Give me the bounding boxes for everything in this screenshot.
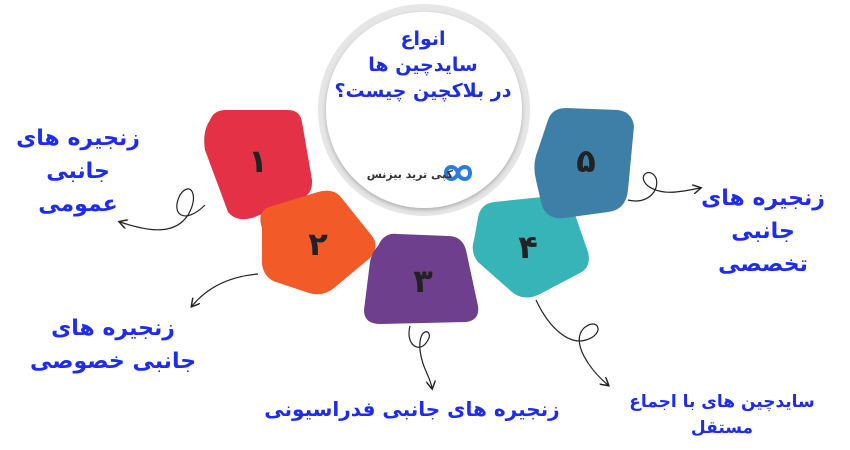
label-segment-1: زنجیره های جانبی عمومی bbox=[8, 122, 148, 221]
center-title-line-2: سایدچین ها bbox=[368, 54, 478, 76]
segment-2: ۲ bbox=[260, 190, 376, 295]
segment-2-shape bbox=[260, 190, 376, 295]
segment-5-shape bbox=[534, 108, 634, 219]
label-3-line-1: زنجیره های جانبی فدراسیونی bbox=[264, 397, 560, 421]
segment-1-number: ۱ bbox=[248, 142, 268, 180]
center-title-line-3: در بلاکچین چیست؟ bbox=[334, 80, 512, 102]
segment-4-shape bbox=[472, 195, 589, 298]
segment-4-number: ۴ bbox=[518, 228, 538, 266]
arrow-segment-2 bbox=[192, 273, 259, 306]
arrow-segment-1 bbox=[120, 188, 206, 231]
brand: کپی ترید بیزنس bbox=[355, 160, 495, 190]
label-5-line-2: جانبی تخصصی bbox=[718, 219, 808, 277]
arrow-segment-3 bbox=[408, 325, 432, 388]
label-segment-4: سایدچین های با اجماع مستقل bbox=[596, 390, 848, 441]
label-segment-2: زنجیره های جانبی خصوصی bbox=[28, 312, 198, 378]
brand-name: کپی ترید بیزنس bbox=[366, 168, 453, 181]
segment-5: ۵ bbox=[534, 108, 634, 219]
label-2-line-2: جانبی خصوصی bbox=[29, 349, 197, 374]
label-1-line-2: جانبی عمومی bbox=[38, 159, 118, 217]
arrow-segment-5 bbox=[627, 172, 700, 202]
label-1-line-1: زنجیره های bbox=[16, 126, 140, 151]
segment-3-number: ۳ bbox=[413, 262, 433, 300]
segment-3-shape bbox=[364, 233, 479, 324]
center-circle bbox=[326, 12, 522, 208]
center-title: انواع سایدچین ها در بلاکچین چیست؟ bbox=[318, 26, 528, 104]
label-segment-3: زنجیره های جانبی فدراسیونی bbox=[262, 394, 562, 424]
segment-3: ۳ bbox=[364, 233, 479, 324]
arrow-segment-4 bbox=[535, 299, 608, 385]
label-2-line-1: زنجیره های bbox=[51, 316, 175, 341]
segment-5-number: ۵ bbox=[576, 142, 596, 180]
infinity-logo-icon bbox=[443, 165, 473, 181]
segment-2-number: ۲ bbox=[308, 225, 328, 263]
segment-1: ۱ bbox=[204, 110, 313, 220]
label-segment-5: زنجیره های جانبی تخصصی bbox=[688, 182, 838, 281]
label-5-line-1: زنجیره های bbox=[701, 186, 825, 211]
segment-4: ۴ bbox=[472, 195, 589, 298]
center-title-line-1: انواع bbox=[400, 28, 446, 50]
segment-1-shape bbox=[204, 110, 313, 220]
label-4-line-1: سایدچین های با اجماع مستقل bbox=[629, 392, 815, 438]
